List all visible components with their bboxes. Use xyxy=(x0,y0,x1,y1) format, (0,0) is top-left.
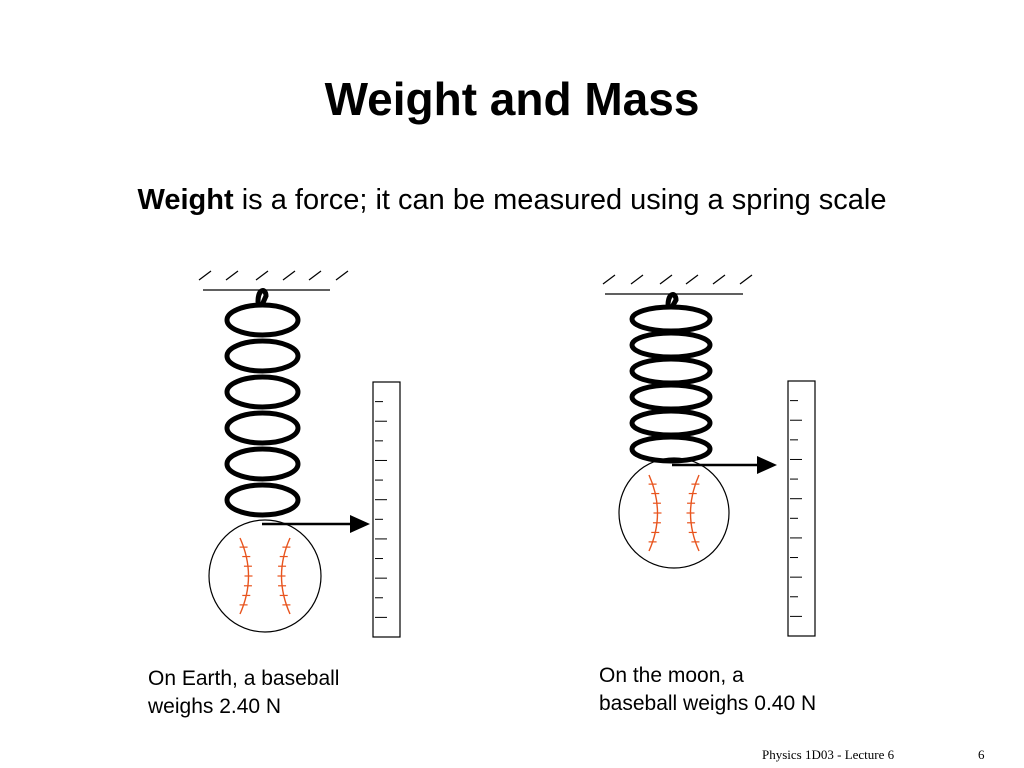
spring-coil xyxy=(629,408,713,438)
baseball-outline xyxy=(618,457,730,569)
spring-coil xyxy=(629,382,713,412)
spring-coil xyxy=(629,330,713,360)
ruler-frame xyxy=(372,381,401,638)
spring-coil xyxy=(224,374,301,410)
baseball-outline xyxy=(208,519,322,633)
moon-baseball-icon xyxy=(618,457,730,569)
earth-caption: On Earth, a baseball weighs 2.40 N xyxy=(148,665,339,721)
spring-coil xyxy=(224,482,301,518)
earth-arrow xyxy=(262,515,370,533)
spring-coil xyxy=(224,338,301,374)
spring-coil xyxy=(224,410,301,446)
ruler-frame xyxy=(787,380,816,637)
moon-caption: On the moon, a baseball weighs 0.40 N xyxy=(599,662,816,718)
earth-ruler xyxy=(372,381,401,638)
earth-spring-scale xyxy=(198,270,401,638)
moon-ruler xyxy=(787,380,816,637)
earth-caption-line2: weighs 2.40 N xyxy=(148,695,282,718)
subtitle-text: is a force; it can be measured using a s… xyxy=(233,184,887,216)
spring-coil xyxy=(629,434,713,464)
moon-spring-scale xyxy=(602,274,816,637)
slide-subtitle: Weight is a force; it can be measured us… xyxy=(0,184,1024,217)
earth-caption-line1: On Earth, a baseball xyxy=(148,667,340,690)
earth-ceiling xyxy=(198,270,349,291)
spring-hook xyxy=(665,292,679,310)
footer-course: Physics 1D03 - Lecture 6 xyxy=(762,747,895,762)
earth-spring xyxy=(224,288,301,518)
spring-coil xyxy=(629,304,713,334)
spring-coil xyxy=(224,446,301,482)
moon-arrow xyxy=(672,456,777,474)
moon-spring xyxy=(629,292,713,464)
spring-coil xyxy=(224,302,301,338)
spring-coil xyxy=(629,356,713,386)
moon-caption-line1: On the moon, a xyxy=(599,664,744,687)
footer-page-number: 6 xyxy=(978,747,985,762)
spring-hook xyxy=(255,288,269,308)
slide-title: Weight and Mass xyxy=(324,73,700,125)
earth-baseball-icon xyxy=(208,519,322,633)
moon-caption-line2: baseball weighs 0.40 N xyxy=(599,692,817,715)
moon-ceiling xyxy=(602,274,753,295)
subtitle-emphasis: Weight xyxy=(137,184,234,216)
